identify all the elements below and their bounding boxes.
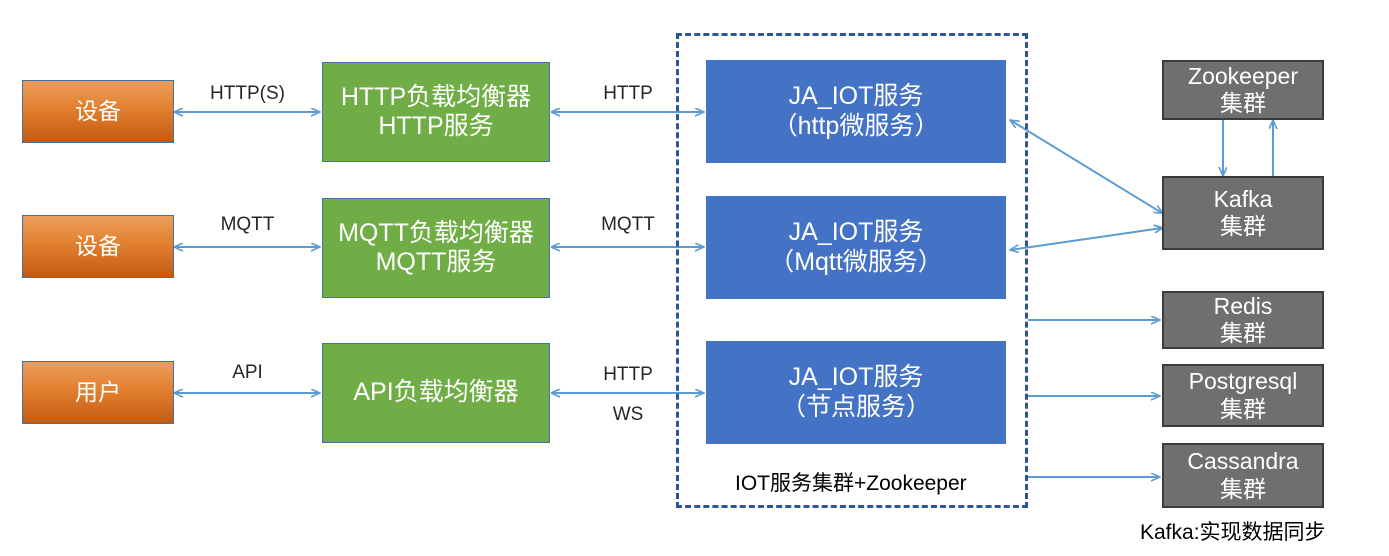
edge-label-client-mqtt: MQTT xyxy=(220,214,275,235)
service-box-node[interactable]: JA_IOT服务 （节点服务） xyxy=(706,341,1006,444)
cluster-line-2: 集群 xyxy=(1220,213,1266,239)
balancer-line-2: HTTP服务 xyxy=(378,112,494,140)
service-box-mqtt[interactable]: JA_IOT服务 （Mqtt微服务） xyxy=(706,196,1006,299)
cluster-box-cassandra[interactable]: Cassandra 集群 xyxy=(1162,443,1324,508)
cluster-line-2: 集群 xyxy=(1220,320,1266,346)
balancer-line-1: MQTT负载均衡器 xyxy=(338,218,534,247)
balancer-line-1: API负载均衡器 xyxy=(353,378,519,407)
client-box-device-mqtt[interactable]: 设备 xyxy=(22,215,174,278)
edge-label-client-api: API xyxy=(232,362,263,383)
edge-label-service-api-ws: WS xyxy=(612,404,644,425)
service-line-1: JA_IOT服务 xyxy=(788,363,924,391)
client-box-user[interactable]: 用户 xyxy=(22,361,174,424)
client-label: 设备 xyxy=(75,232,121,259)
cluster-line-1: Cassandra xyxy=(1187,448,1299,475)
arrow-kafka-to-service-http xyxy=(1010,120,1162,213)
balancer-box-http[interactable]: HTTP负载均衡器 HTTP服务 xyxy=(322,62,550,162)
arrow-kafka-to-service-mqtt xyxy=(1010,228,1162,250)
cluster-line-2: 集群 xyxy=(1220,395,1266,422)
edge-label-service-mqtt: MQTT xyxy=(601,214,655,235)
service-line-1: JA_IOT服务 xyxy=(788,218,924,246)
balancer-line-1: HTTP负载均衡器 xyxy=(340,82,532,111)
service-line-2: （http微服务） xyxy=(772,111,940,140)
cluster-line-2: 集群 xyxy=(1220,90,1266,116)
service-line-2: （Mqtt微服务） xyxy=(769,247,943,276)
service-line-2: （节点服务） xyxy=(780,392,931,421)
service-box-http[interactable]: JA_IOT服务 （http微服务） xyxy=(706,60,1006,163)
cluster-line-1: Postgresql xyxy=(1188,368,1298,395)
cluster-line-2: 集群 xyxy=(1220,475,1266,502)
balancer-box-api[interactable]: API负载均衡器 xyxy=(322,343,550,443)
edge-label-service-http: HTTP xyxy=(603,83,653,104)
client-label: 设备 xyxy=(75,97,121,124)
cluster-line-1: Zookeeper xyxy=(1188,62,1298,89)
cluster-box-zookeeper[interactable]: Zookeeper 集群 xyxy=(1162,60,1324,120)
cluster-box-postgresql[interactable]: Postgresql 集群 xyxy=(1162,364,1324,427)
balancer-box-mqtt[interactable]: MQTT负载均衡器 MQTT服务 xyxy=(322,198,550,298)
cluster-box-kafka[interactable]: Kafka 集群 xyxy=(1162,176,1324,250)
service-line-1: JA_IOT服务 xyxy=(788,82,924,110)
iot-cluster-container xyxy=(676,33,1028,508)
cluster-container-caption: IOT服务集群+Zookeeper xyxy=(735,472,967,495)
client-label: 用户 xyxy=(75,378,121,405)
cluster-line-1: Redis xyxy=(1213,292,1273,319)
cluster-line-1: Kafka xyxy=(1213,185,1273,212)
edge-label-service-api-http: HTTP xyxy=(603,364,653,385)
edge-label-client-http: HTTP(S) xyxy=(210,83,285,104)
balancer-line-2: MQTT服务 xyxy=(375,248,497,276)
client-box-device-http[interactable]: 设备 xyxy=(22,80,174,143)
cluster-box-redis[interactable]: Redis 集群 xyxy=(1162,291,1324,349)
footer-note: Kafka:实现数据同步 xyxy=(1140,521,1326,544)
